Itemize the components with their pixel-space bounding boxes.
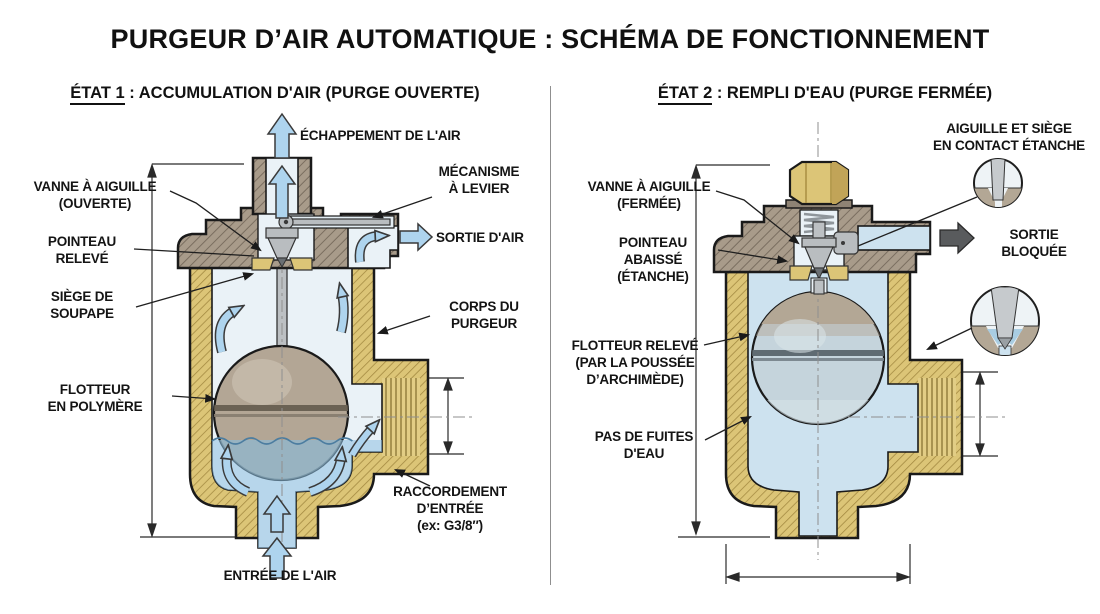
dimension-lines-left — [140, 163, 464, 538]
valve-state1-illustration — [133, 112, 472, 579]
label-sortie-bloquee: SORTIE BLOQUÉE — [1001, 227, 1067, 259]
leader-lines-left — [133, 190, 433, 487]
state1-subtitle: ÉTAT 1 : ACCUMULATION D'AIR (PURGE OUVER… — [0, 84, 550, 105]
air-entry-arrow — [261, 536, 293, 579]
valve-cap — [712, 204, 932, 295]
label-siege-soupape: SIÈGE DE SOUPAPE — [50, 289, 114, 321]
center-divider — [550, 86, 551, 585]
label-echappement: ÉCHAPPEMENT DE L'AIR — [300, 128, 461, 143]
needle-upper-stem — [812, 221, 826, 241]
needle-seat-inset-closed — [973, 158, 1023, 208]
needle-collar — [265, 227, 299, 239]
spring — [803, 212, 835, 234]
float-stem — [813, 279, 825, 295]
valve-seat-left — [251, 257, 275, 271]
air-escape-arrow — [266, 112, 298, 159]
label-pointeau-releve: POINTEAU RELEVÉ — [47, 234, 117, 266]
state1-subtitle-rest: : ACCUMULATION D'AIR (PURGE OUVERTE) — [124, 84, 480, 102]
circulation-arrows — [214, 236, 378, 497]
outlet-channel-blocked — [857, 225, 931, 251]
valve-state2-illustration — [678, 122, 1040, 584]
dimension-lines-right — [678, 164, 998, 584]
lever-elbow — [833, 231, 859, 255]
valve-seat-right — [825, 265, 849, 281]
lever-arm — [291, 218, 391, 226]
air-flow-arrows — [214, 112, 434, 579]
needle-collar — [801, 237, 837, 248]
inlet-inner-arrow — [262, 494, 292, 533]
vent-bore-arrow — [267, 164, 297, 219]
leader-lines-right — [703, 190, 978, 441]
needle-tip — [276, 257, 288, 269]
valve-seat-left — [789, 265, 813, 281]
lever-pivot-pin — [283, 219, 289, 225]
label-entree-air: ENTRÉE DE L'AIR — [223, 568, 337, 583]
label-flotteur: FLOTTEUR EN POLYMÈRE — [47, 382, 143, 414]
label-pas-de-fuites: PAS DE FUITES D'EAU — [594, 429, 694, 461]
label-vanne-fermee: VANNE À AIGUILLE (FERMÉE) — [587, 179, 711, 211]
air-outlet-arrow — [399, 222, 434, 252]
page-title: PURGEUR D’AIR AUTOMATIQUE : SCHÉMA DE FO… — [110, 24, 990, 54]
needle-tip — [813, 267, 825, 281]
label-corps-purgeur: CORPS DU PURGEUR — [449, 299, 519, 331]
label-raccordement: RACCORDEMENT D’ENTRÉE (ex: G3/8″) — [393, 484, 507, 533]
elbow-pin — [841, 241, 845, 245]
valve-seat-right — [289, 257, 313, 271]
label-aiguille-siege: AIGUILLE ET SIÈGE EN CONTACT ÉTANCHE — [933, 121, 1085, 153]
blocked-outlet-arrow — [939, 221, 975, 255]
label-sortie-air: SORTIE D'AIR — [436, 230, 524, 245]
state1-subtitle-prefix: ÉTAT 1 — [70, 84, 125, 105]
state2-subtitle-prefix: ÉTAT 2 — [657, 84, 713, 105]
state2-subtitle-rest: : REMPLI D'EAU (PURGE FERMÉE) — [712, 84, 993, 102]
label-flotteur-releve: FLOTTEUR RELEVÉ (PAR LA POUSSÉE D’ARCHIM… — [571, 338, 699, 387]
state2-subtitle: ÉTAT 2 : REMPLI D'EAU (PURGE FERMÉE) — [550, 84, 1100, 105]
label-mecanisme: MÉCANISME À LEVIER — [438, 164, 520, 196]
label-vanne-ouverte: VANNE À AIGUILLE (OUVERTE) — [33, 179, 157, 211]
needle-seat-inset-detail — [970, 286, 1040, 356]
brass-cap-nut — [785, 160, 853, 209]
label-pointeau-abaisse: POINTEAU ABAISSÉ (ÉTANCHE) — [617, 235, 689, 284]
